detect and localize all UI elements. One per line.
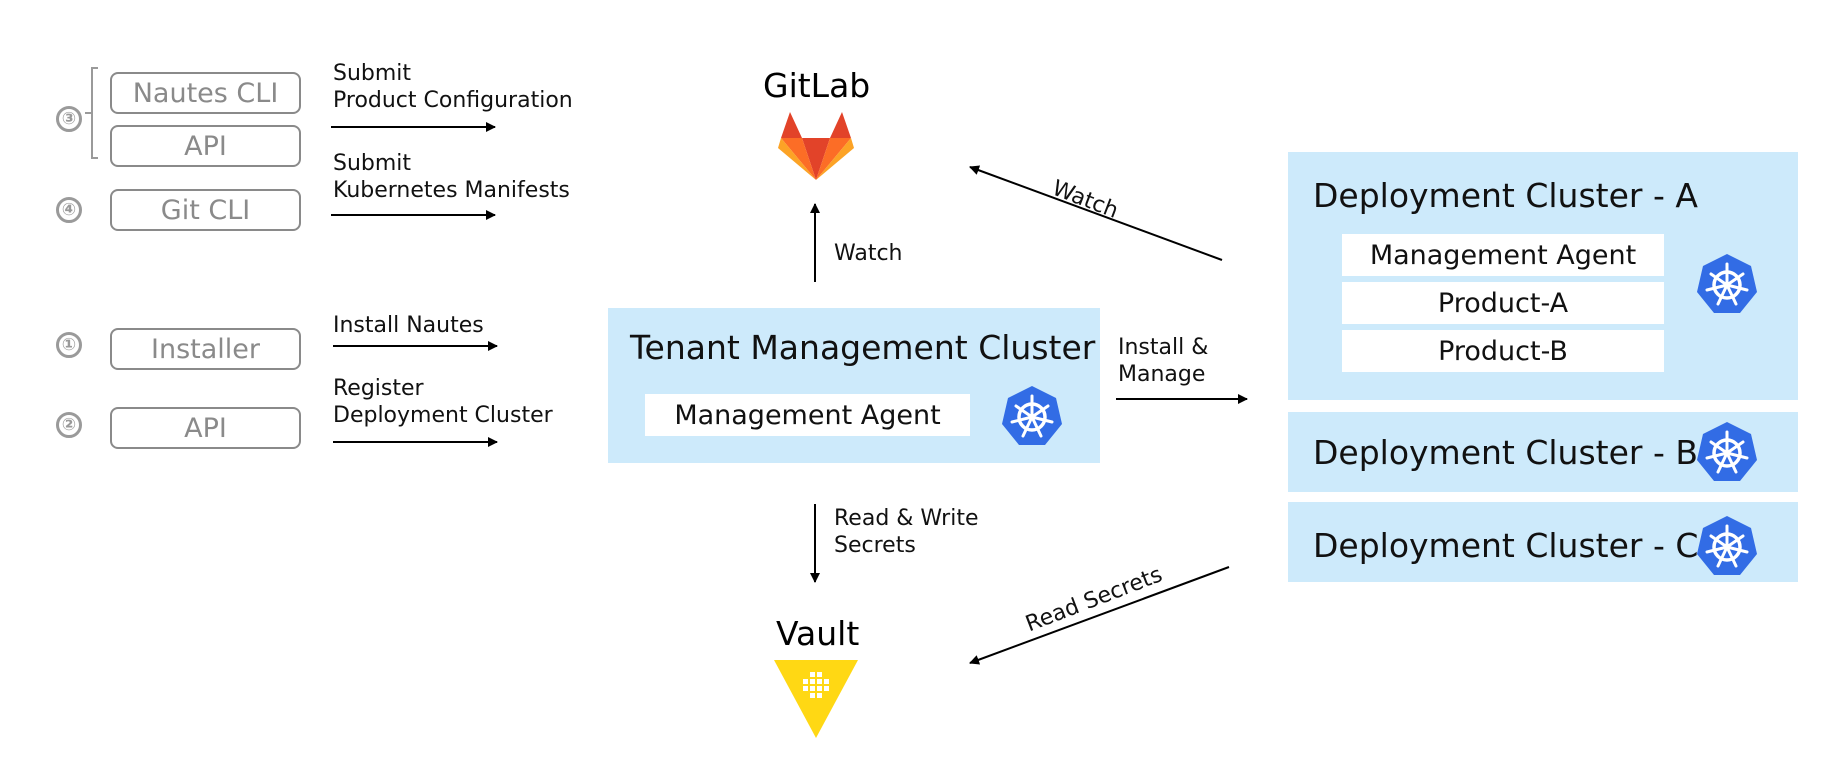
- step3-bracket: [85, 67, 98, 159]
- submit-manifests-line1: Submit: [333, 151, 412, 176]
- api-box-bottom: API: [110, 407, 301, 449]
- step-2-badge: ②: [56, 412, 82, 438]
- read-write-line2: Secrets: [834, 533, 916, 558]
- arrow-read-secrets: [969, 566, 1230, 665]
- tenant-cluster-title: Tenant Management Cluster: [630, 328, 1096, 367]
- install-manage-line1: Install &: [1118, 335, 1209, 360]
- deployment-cluster-b-title: Deployment Cluster - B: [1313, 433, 1698, 472]
- install-manage-line2: Manage: [1118, 362, 1206, 387]
- submit-product-label: Submit Product Configuration: [333, 60, 573, 114]
- submit-product-line2: Product Configuration: [333, 88, 573, 113]
- git-cli-box: Git CLI: [110, 189, 301, 231]
- step-1-badge: ①: [56, 332, 82, 358]
- tenant-management-cluster: Tenant Management Cluster Management Age…: [608, 308, 1100, 463]
- install-nautes-label: Install Nautes: [333, 313, 484, 338]
- step-3-badge: ③: [56, 106, 82, 132]
- installer-box: Installer: [110, 328, 301, 370]
- kubernetes-icon: [1002, 386, 1062, 445]
- kubernetes-icon: [1697, 422, 1757, 481]
- vault-icon: [774, 660, 858, 738]
- submit-manifests-label: Submit Kubernetes Manifests: [333, 150, 570, 204]
- watch-tenant-label: Watch: [834, 241, 903, 266]
- vault-title: Vault: [776, 614, 860, 653]
- gitlab-title: GitLab: [763, 66, 871, 105]
- register-line1: Register: [333, 376, 424, 401]
- tenant-management-agent: Management Agent: [645, 394, 970, 436]
- deployment-cluster-b: Deployment Cluster - B: [1288, 412, 1798, 492]
- deployment-a-product-a: Product-A: [1342, 282, 1664, 324]
- deployment-cluster-c: Deployment Cluster - C: [1288, 502, 1798, 582]
- deployment-a-management-agent: Management Agent: [1342, 234, 1664, 276]
- read-write-label: Read & Write Secrets: [834, 505, 979, 559]
- install-manage-label: Install & Manage: [1118, 334, 1208, 388]
- deployment-cluster-c-title: Deployment Cluster - C: [1313, 526, 1699, 565]
- deployment-cluster-a: Deployment Cluster - A Management Agent …: [1288, 152, 1798, 400]
- register-line2: Deployment Cluster: [333, 403, 553, 428]
- deployment-a-product-b: Product-B: [1342, 330, 1664, 372]
- arrow-watch-deploy: [969, 165, 1223, 261]
- submit-manifests-line2: Kubernetes Manifests: [333, 178, 570, 203]
- register-label: Register Deployment Cluster: [333, 375, 553, 429]
- step-4-badge: ④: [56, 197, 82, 223]
- read-write-line1: Read & Write: [834, 506, 979, 531]
- deployment-cluster-a-title: Deployment Cluster - A: [1313, 176, 1698, 215]
- kubernetes-icon: [1697, 254, 1757, 313]
- gitlab-icon: [778, 112, 854, 180]
- api-box-top: API: [110, 125, 301, 167]
- nautes-cli-box: Nautes CLI: [110, 72, 301, 114]
- submit-product-line1: Submit: [333, 61, 412, 86]
- kubernetes-icon: [1697, 516, 1757, 575]
